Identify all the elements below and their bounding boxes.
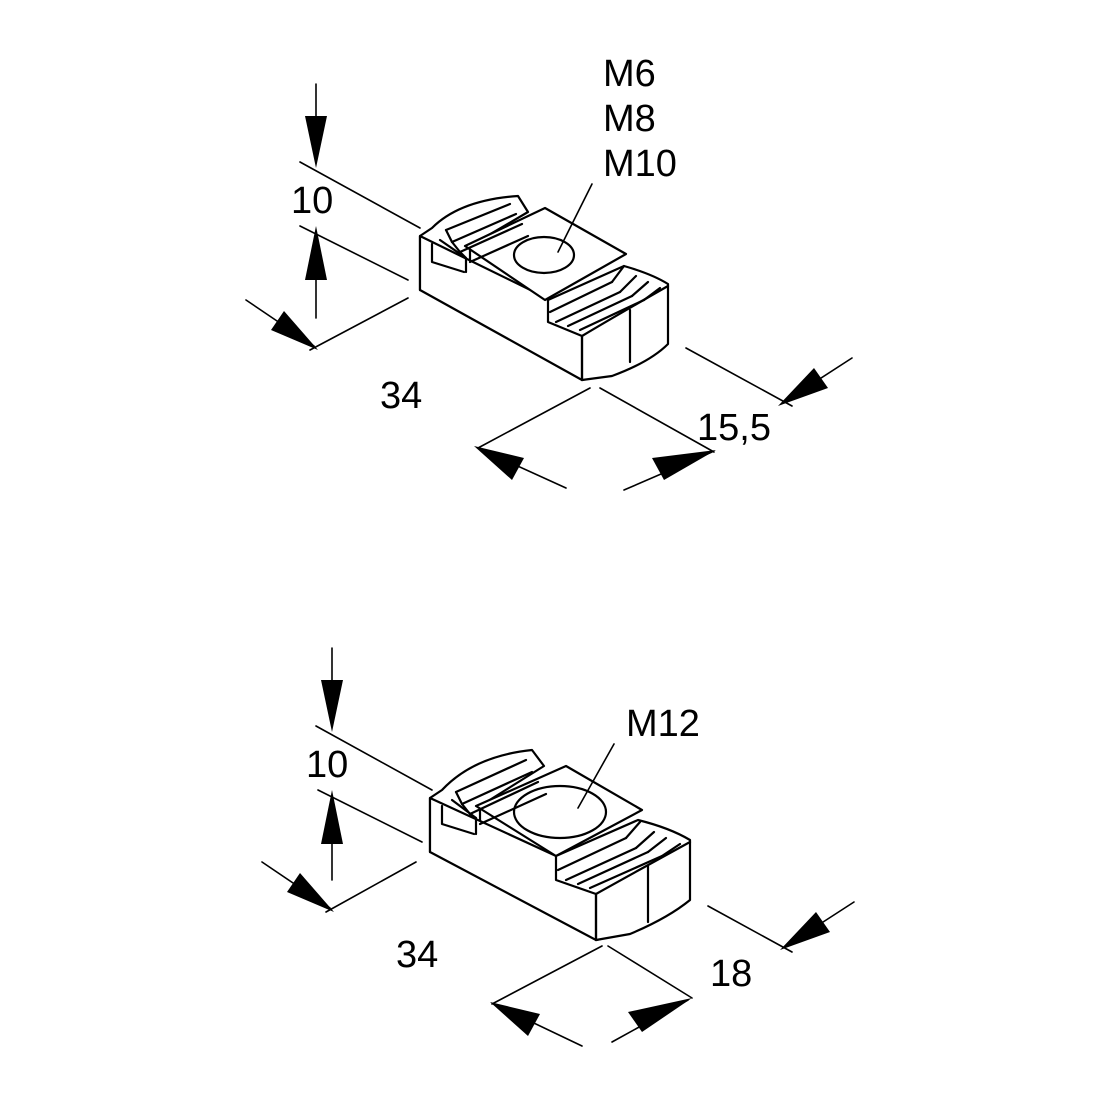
channel-nut-top: M6 M8 M10 10 34 15,5 xyxy=(245,53,853,491)
thread-label-m6: M6 xyxy=(603,53,656,95)
thread-label-m8: M8 xyxy=(603,98,656,140)
width-dimension-label: 15,5 xyxy=(697,407,771,449)
thread-leader-line xyxy=(557,183,593,253)
extension-line-length-left xyxy=(309,297,409,351)
length-arrow-left xyxy=(271,311,318,350)
extension-line-width-top xyxy=(707,905,793,953)
length-arrow-left xyxy=(287,873,334,912)
thread-label-m12: M12 xyxy=(626,703,700,745)
extension-line-width-bottom xyxy=(599,387,715,453)
height-arrow-down xyxy=(321,680,343,732)
channel-nut-bottom: M12 10 34 18 xyxy=(261,647,855,1047)
height-arrow-down xyxy=(305,116,327,168)
extension-line-bottom xyxy=(299,225,409,281)
length-dimension-label: 34 xyxy=(396,934,438,976)
extension-line-length-right xyxy=(477,387,591,449)
extension-line-bottom xyxy=(317,789,423,843)
extension-line-length-right xyxy=(491,945,603,1005)
nut-body xyxy=(418,194,670,382)
extension-line-length-left xyxy=(325,861,417,913)
height-dimension-label: 10 xyxy=(306,744,348,786)
width-arrow-lower xyxy=(628,998,692,1032)
width-arrow-upper xyxy=(780,912,830,950)
width-dimension-label: 18 xyxy=(710,953,752,995)
nut-body xyxy=(428,748,692,942)
height-arrow-up xyxy=(305,226,327,280)
height-arrow-up xyxy=(321,790,343,844)
width-arrow-lower xyxy=(652,450,716,480)
length-arrow-right xyxy=(490,1002,540,1036)
extension-line-top xyxy=(315,725,433,791)
extension-line-width-top xyxy=(685,347,793,407)
thread-label-m10: M10 xyxy=(603,143,677,185)
length-dimension-label: 34 xyxy=(380,375,422,417)
thread-leader-line xyxy=(577,743,615,809)
extension-line-top xyxy=(299,161,421,229)
extension-line-width-bottom xyxy=(607,945,693,999)
length-arrow-right xyxy=(474,446,524,480)
width-arrow-upper xyxy=(778,368,828,406)
height-dimension-label: 10 xyxy=(291,180,333,222)
